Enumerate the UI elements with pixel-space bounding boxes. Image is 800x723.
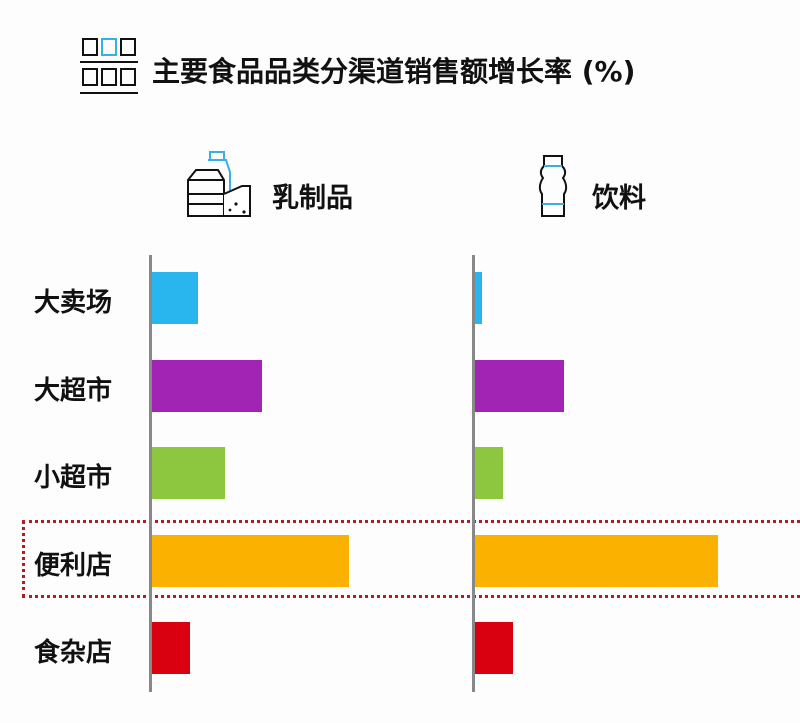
- axis-dairy: [149, 255, 152, 692]
- series-label-dairy: 乳制品: [272, 183, 353, 214]
- highlight-box: [22, 520, 800, 598]
- category-label: 大超市: [34, 375, 113, 406]
- title-icon: [80, 36, 140, 102]
- bar-dairy-1: [152, 359, 262, 412]
- bottle-icon: [536, 154, 570, 224]
- bar-beverage-0: [475, 272, 482, 324]
- bar-beverage-1: [475, 359, 564, 412]
- bar-dairy-4: [152, 622, 190, 674]
- bar-beverage-2: [475, 447, 503, 499]
- category-label: 便利店: [34, 550, 113, 581]
- bar-beverage-4: [475, 622, 513, 674]
- bar-beverage-3: [475, 534, 718, 587]
- dairy-icon: [186, 150, 252, 224]
- series-label-beverage: 饮料: [592, 183, 646, 214]
- axis-beverage: [472, 255, 475, 692]
- bar-dairy-0: [152, 272, 198, 324]
- category-label: 大卖场: [34, 288, 113, 318]
- bar-dairy-3: [152, 534, 349, 587]
- category-label: 食杂店: [34, 638, 113, 668]
- bar-dairy-2: [152, 447, 225, 499]
- chart-title: 主要食品品类分渠道销售额增长率 (%): [152, 55, 636, 88]
- category-label: 小超市: [34, 463, 113, 493]
